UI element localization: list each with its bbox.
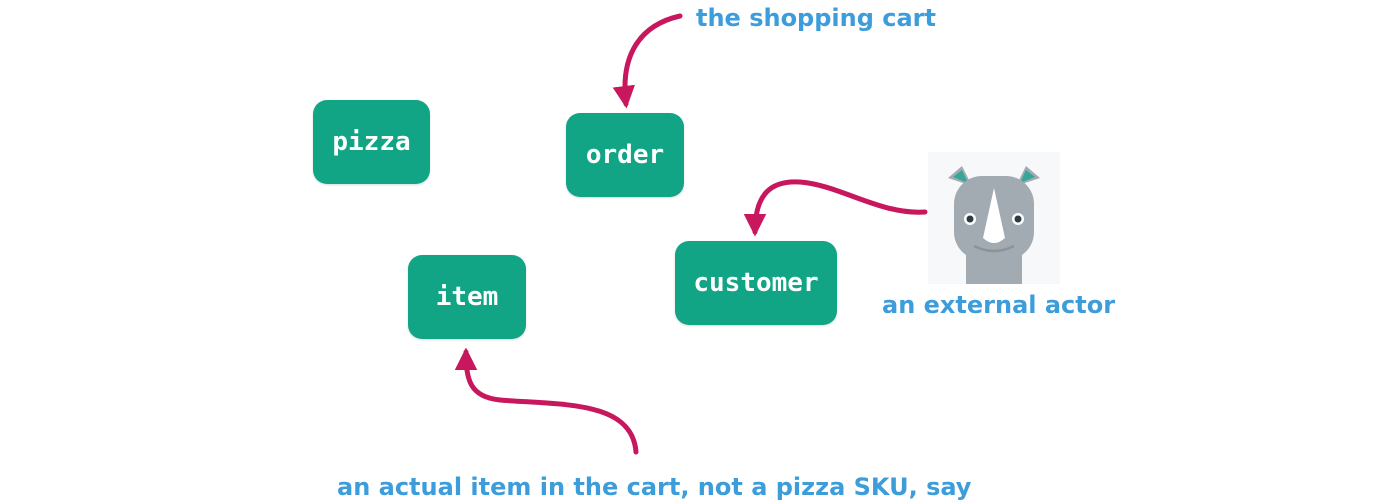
entity-item-label: item [435, 282, 499, 312]
entity-order-label: order [585, 140, 665, 170]
arrow-to-order [612, 13, 683, 109]
annotation-item: an actual item in the cart, not a pizza … [337, 473, 972, 501]
entity-pizza[interactable]: pizza [313, 100, 430, 184]
arrow-to-customer [743, 179, 928, 237]
rhino-icon [928, 152, 1060, 284]
annotation-customer: an external actor [882, 291, 1116, 319]
entity-customer[interactable]: customer [675, 241, 837, 325]
arrow-to-item [454, 347, 639, 455]
entity-order[interactable]: order [566, 113, 684, 197]
entity-customer-label: customer [693, 268, 819, 298]
entity-pizza-label: pizza [332, 127, 411, 157]
annotation-order: the shopping cart [696, 4, 936, 32]
entity-item[interactable]: item [408, 255, 526, 339]
